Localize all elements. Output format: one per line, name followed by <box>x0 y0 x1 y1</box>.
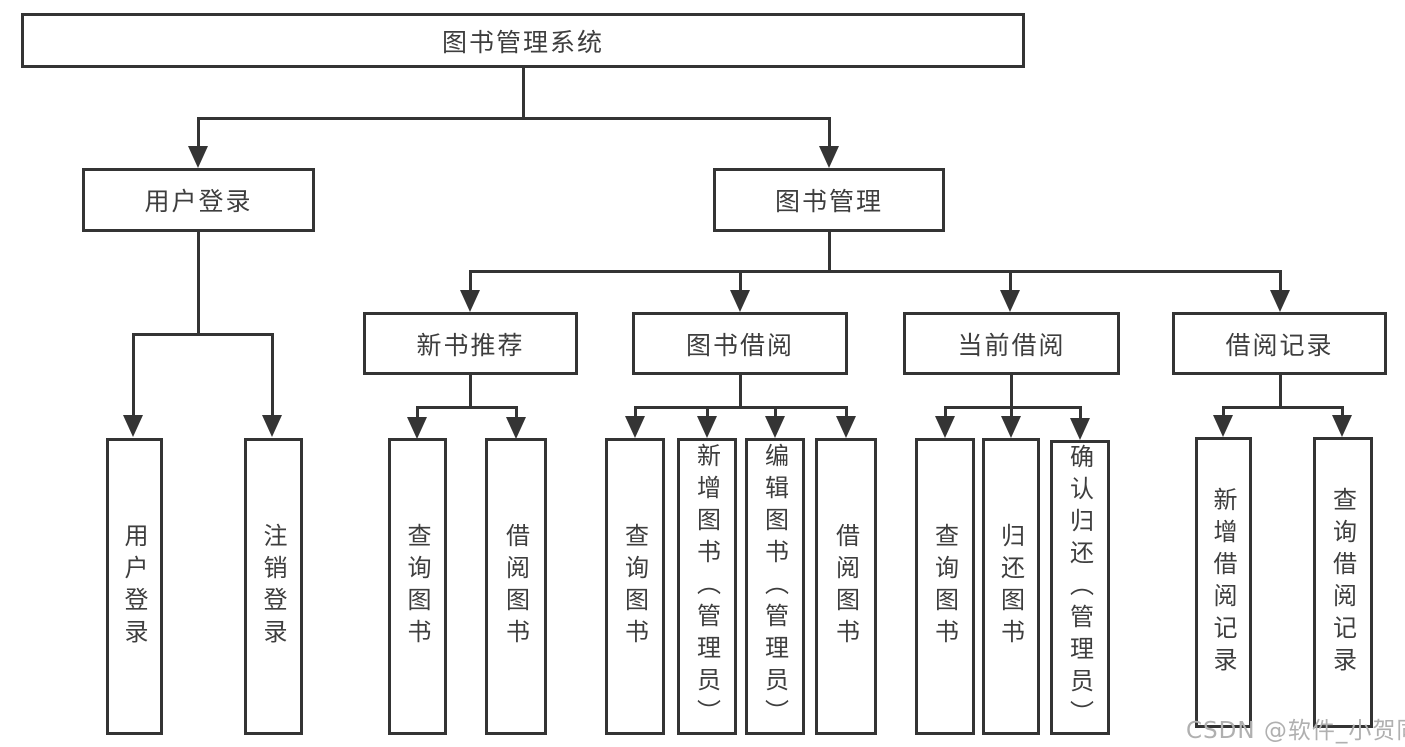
connector-line <box>131 333 274 336</box>
leaf-query-books-current: 查询图书 <box>915 438 975 735</box>
connector-line <box>131 333 135 418</box>
connector-line <box>827 117 831 151</box>
connector-line <box>521 68 525 119</box>
leaf-add-borrow-record: 新增借阅记录 <box>1195 437 1252 728</box>
node-borrow-records: 借阅记录 <box>1172 312 1387 375</box>
arrow-down-icon <box>1213 415 1233 437</box>
connector-line <box>633 406 637 419</box>
connector-line <box>1009 375 1013 408</box>
connector-line <box>773 406 777 419</box>
connector-line <box>705 406 709 419</box>
arrow-down-icon <box>1332 415 1352 437</box>
arrow-down-icon <box>819 146 839 168</box>
connector-line <box>1009 406 1013 419</box>
connector-line <box>196 117 831 120</box>
node-root: 图书管理系统 <box>21 13 1025 68</box>
connector-line <box>196 117 200 151</box>
arrow-down-icon <box>625 416 645 438</box>
arrow-down-icon <box>1270 290 1290 312</box>
arrow-down-icon <box>1070 418 1090 440</box>
arrow-down-icon <box>697 416 717 438</box>
connector-line <box>943 406 1082 409</box>
leaf-edit-book-admin: 编辑图书（管理员） <box>745 438 805 735</box>
leaf-user-login: 用户登录 <box>106 438 163 735</box>
connector-line <box>1340 406 1344 419</box>
leaf-return-book: 归还图书 <box>982 438 1040 735</box>
connector-line <box>1221 406 1225 419</box>
arrow-down-icon <box>1000 290 1020 312</box>
leaf-confirm-return-admin: 确认归还（管理员） <box>1050 440 1110 735</box>
connector-line <box>468 375 472 408</box>
arrow-down-icon <box>730 290 750 312</box>
connector-line <box>1278 270 1282 294</box>
connector-line <box>738 270 742 294</box>
connector-line <box>270 333 274 418</box>
arrow-down-icon <box>460 290 480 312</box>
leaf-query-books-borrow: 查询图书 <box>605 438 665 735</box>
leaf-borrow-books: 借阅图书 <box>815 438 877 735</box>
leaf-query-borrow-record: 查询借阅记录 <box>1313 437 1373 728</box>
connector-line <box>844 406 848 419</box>
connector-line <box>943 406 947 419</box>
connector-line <box>738 375 742 408</box>
connector-line <box>415 406 518 409</box>
arrow-down-icon <box>123 415 143 437</box>
arrow-down-icon <box>935 416 955 438</box>
arrow-down-icon <box>765 416 785 438</box>
arrow-down-icon <box>506 417 526 439</box>
leaf-query-books-recommend: 查询图书 <box>388 438 447 735</box>
node-user-login: 用户登录 <box>82 168 315 232</box>
arrow-down-icon <box>836 416 856 438</box>
node-new-book-recommend: 新书推荐 <box>363 312 578 375</box>
connector-line <box>415 406 419 420</box>
arrow-down-icon <box>262 415 282 437</box>
connector-line <box>1078 406 1082 419</box>
node-book-management: 图书管理 <box>713 168 945 232</box>
arrow-down-icon <box>188 146 208 168</box>
connector-line <box>633 406 848 409</box>
leaf-borrow-books-recommend: 借阅图书 <box>485 438 547 735</box>
leaf-add-book-admin: 新增图书（管理员） <box>677 438 737 735</box>
arrow-down-icon <box>1001 416 1021 438</box>
connector-line <box>468 270 1282 273</box>
connector-line <box>1008 270 1012 294</box>
connector-line <box>514 406 518 420</box>
connector-line <box>1278 375 1282 408</box>
leaf-logout: 注销登录 <box>244 438 303 735</box>
node-book-borrow: 图书借阅 <box>632 312 848 375</box>
connector-line <box>1221 406 1344 409</box>
arrow-down-icon <box>407 417 427 439</box>
node-current-borrow: 当前借阅 <box>903 312 1120 375</box>
connector-line <box>827 232 831 273</box>
connector-line <box>196 232 200 335</box>
connector-line <box>468 270 472 294</box>
csdn-watermark: CSDN @软件_小贺同学 <box>1186 718 1405 744</box>
